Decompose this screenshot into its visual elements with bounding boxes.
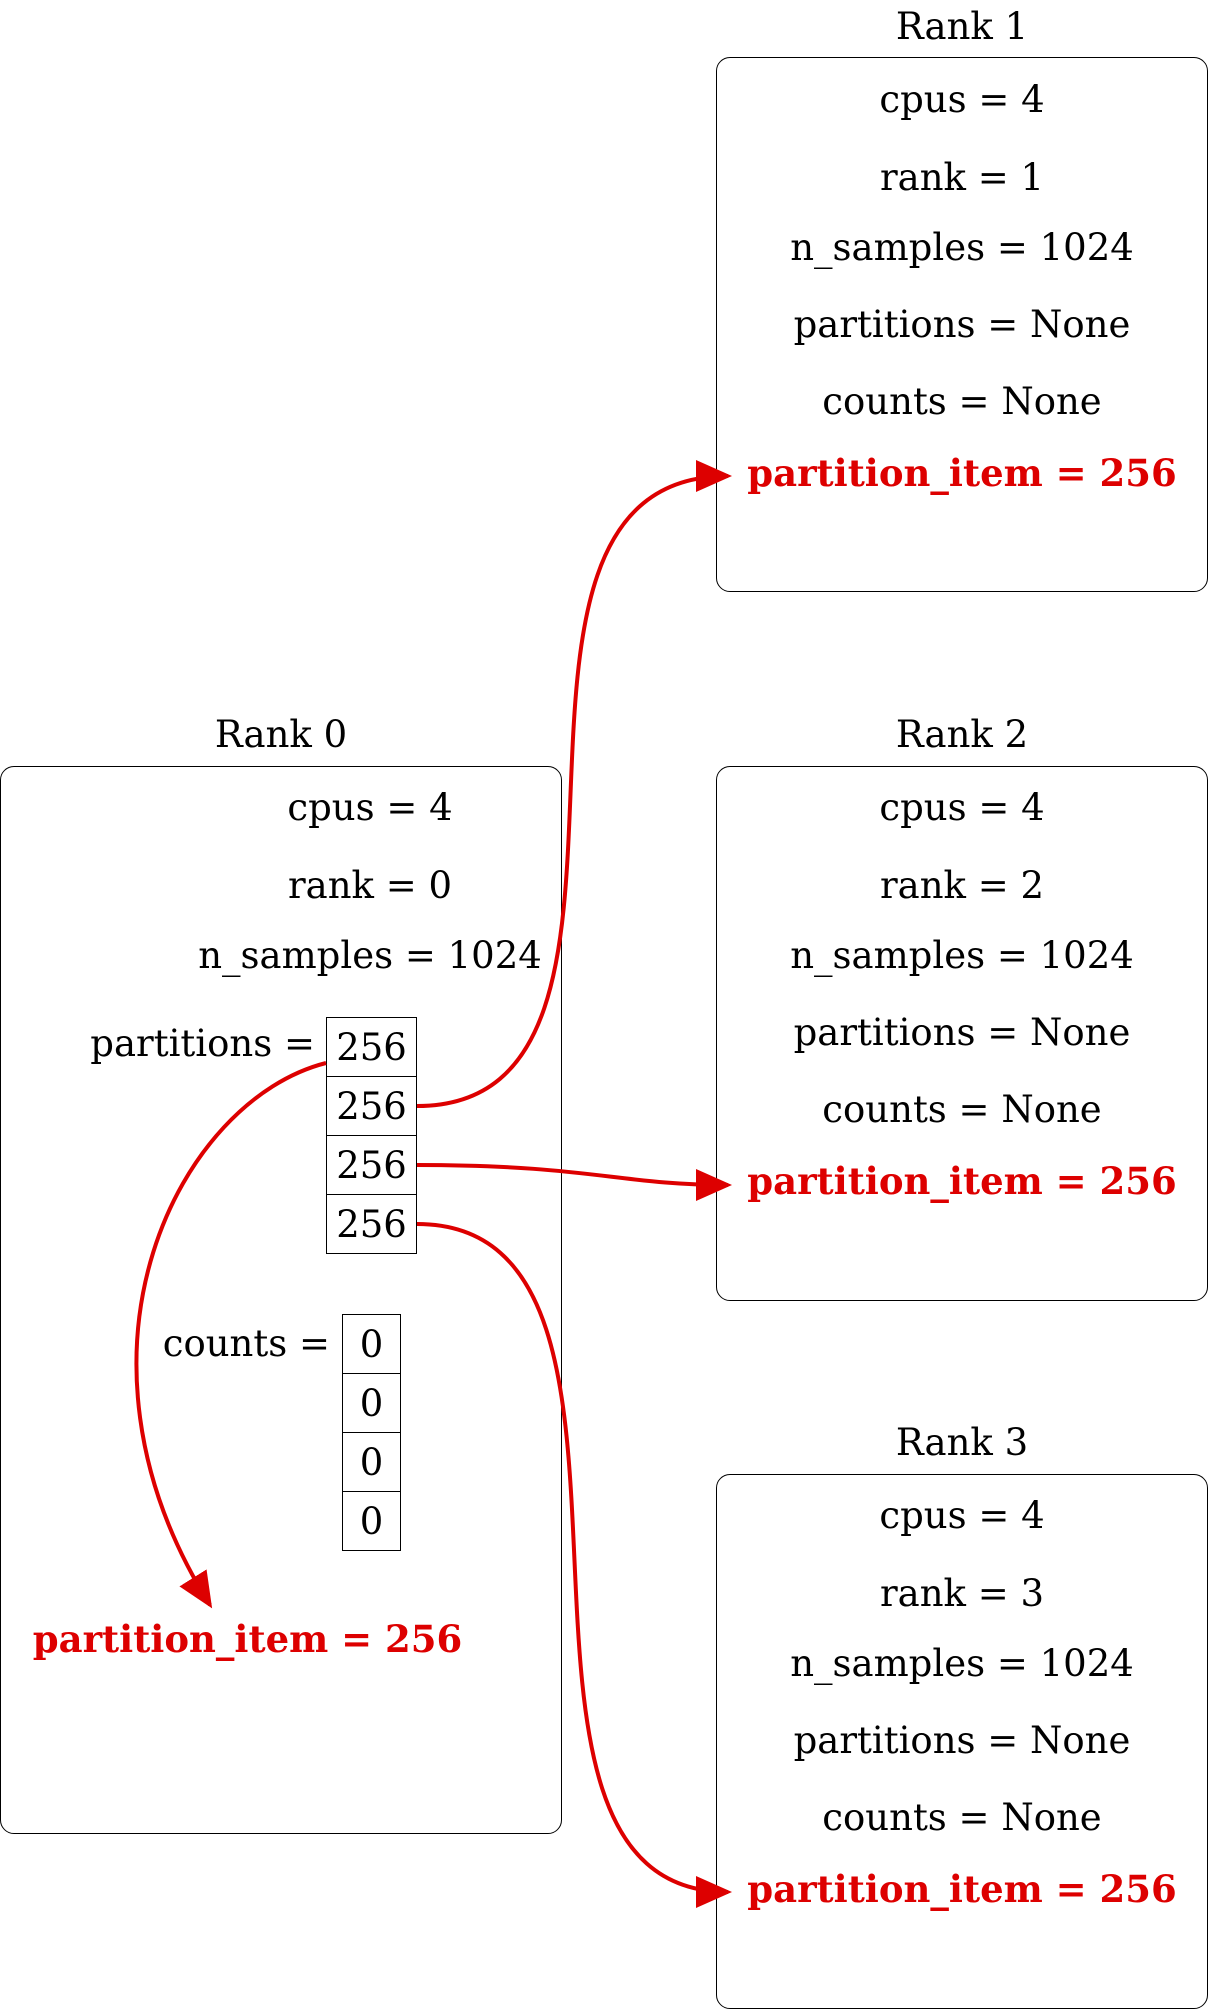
rank0-rank: rank = 0 [287,864,453,907]
rank1-partitions: partitions = None [793,303,1131,346]
count-cell-3: 0 [342,1491,401,1551]
rank3-partition-item: partition_item = 256 [747,1867,1177,1911]
rank3-rank: rank = 3 [879,1572,1045,1615]
rank0-title: Rank 0 [214,713,348,756]
rank0-n-samples: n_samples = 1024 [198,934,542,977]
rank0-box [0,766,562,1834]
rank2-partitions: partitions = None [793,1011,1131,1054]
rank2-cpus: cpus = 4 [879,786,1045,829]
rank3-partitions: partitions = None [793,1719,1131,1762]
count-cell-2: 0 [342,1432,401,1492]
rank3-cpus: cpus = 4 [879,1494,1045,1537]
count-cell-1: 0 [342,1373,401,1433]
rank2-rank: rank = 2 [879,864,1045,907]
rank1-rank: rank = 1 [879,156,1045,199]
rank2-counts: counts = None [822,1088,1102,1131]
partition-cell-3: 256 [326,1194,417,1254]
rank2-partition-item: partition_item = 256 [747,1159,1177,1203]
rank1-cpus: cpus = 4 [879,78,1045,121]
rank3-n-samples: n_samples = 1024 [790,1642,1134,1685]
rank2-n-samples: n_samples = 1024 [790,934,1134,977]
rank1-counts: counts = None [822,380,1102,423]
rank0-partitions-label: partitions = [90,1022,315,1065]
rank0-counts-label: counts = [162,1322,330,1365]
partition-cell-0: 256 [326,1017,417,1077]
rank1-n-samples: n_samples = 1024 [790,226,1134,269]
partition-cell-1: 256 [326,1076,417,1136]
count-cell-0: 0 [342,1314,401,1374]
rank2-title: Rank 2 [895,713,1029,756]
partition-cell-2: 256 [326,1135,417,1195]
rank0-partition-item: partition_item = 256 [32,1617,463,1661]
rank1-title: Rank 1 [895,5,1029,48]
rank3-counts: counts = None [822,1796,1102,1839]
rank0-cpus: cpus = 4 [287,786,453,829]
rank1-partition-item: partition_item = 256 [747,451,1177,495]
rank3-title: Rank 3 [895,1421,1029,1464]
